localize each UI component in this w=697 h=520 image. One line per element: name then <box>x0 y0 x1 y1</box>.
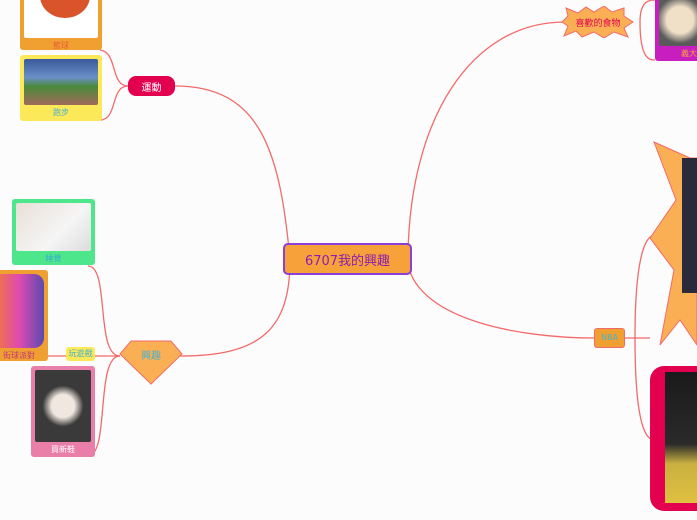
topic-food-shape[interactable] <box>562 6 634 38</box>
card-caption: 睡覺 <box>45 254 62 263</box>
running-image <box>24 59 98 105</box>
game-image <box>0 274 44 348</box>
card-caption: 跑步 <box>53 108 69 117</box>
nba-player-image <box>665 372 697 503</box>
card-caption: 街球派對 <box>3 351 35 360</box>
card-caption: 籃球 <box>53 41 69 50</box>
image-card-pasta[interactable]: 義大 <box>655 0 697 61</box>
image-card-new-shoes[interactable]: 買新鞋 <box>31 366 95 457</box>
root-topic[interactable]: 6707我的興趣 <box>283 243 412 275</box>
topic-play-games[interactable]: 玩遊戲 <box>66 347 95 361</box>
image-card-basketball[interactable]: 籃球 <box>20 0 102 50</box>
image-card-sleep[interactable]: 睡覺 <box>12 199 95 265</box>
pasta-image <box>659 0 697 46</box>
image-card-street-party[interactable]: 街球派對 <box>0 270 48 361</box>
sleep-image <box>16 203 91 251</box>
card-caption: 義大 <box>681 49 697 58</box>
nba-image-burst-frame <box>650 141 697 346</box>
image-card-running[interactable]: 跑步 <box>20 55 102 121</box>
shoes-image <box>35 370 91 442</box>
topic-nba[interactable]: NBA <box>594 328 625 348</box>
topic-sports[interactable]: 運動 <box>128 76 175 96</box>
topic-hobby-shape[interactable] <box>119 340 183 385</box>
image-card-nba-player[interactable] <box>650 366 697 511</box>
topic-hobby[interactable]: 興趣 <box>141 351 161 362</box>
card-caption: 買新鞋 <box>51 445 75 454</box>
basketball-image <box>40 0 90 18</box>
topic-food[interactable]: 喜歡的食物 <box>575 19 621 29</box>
